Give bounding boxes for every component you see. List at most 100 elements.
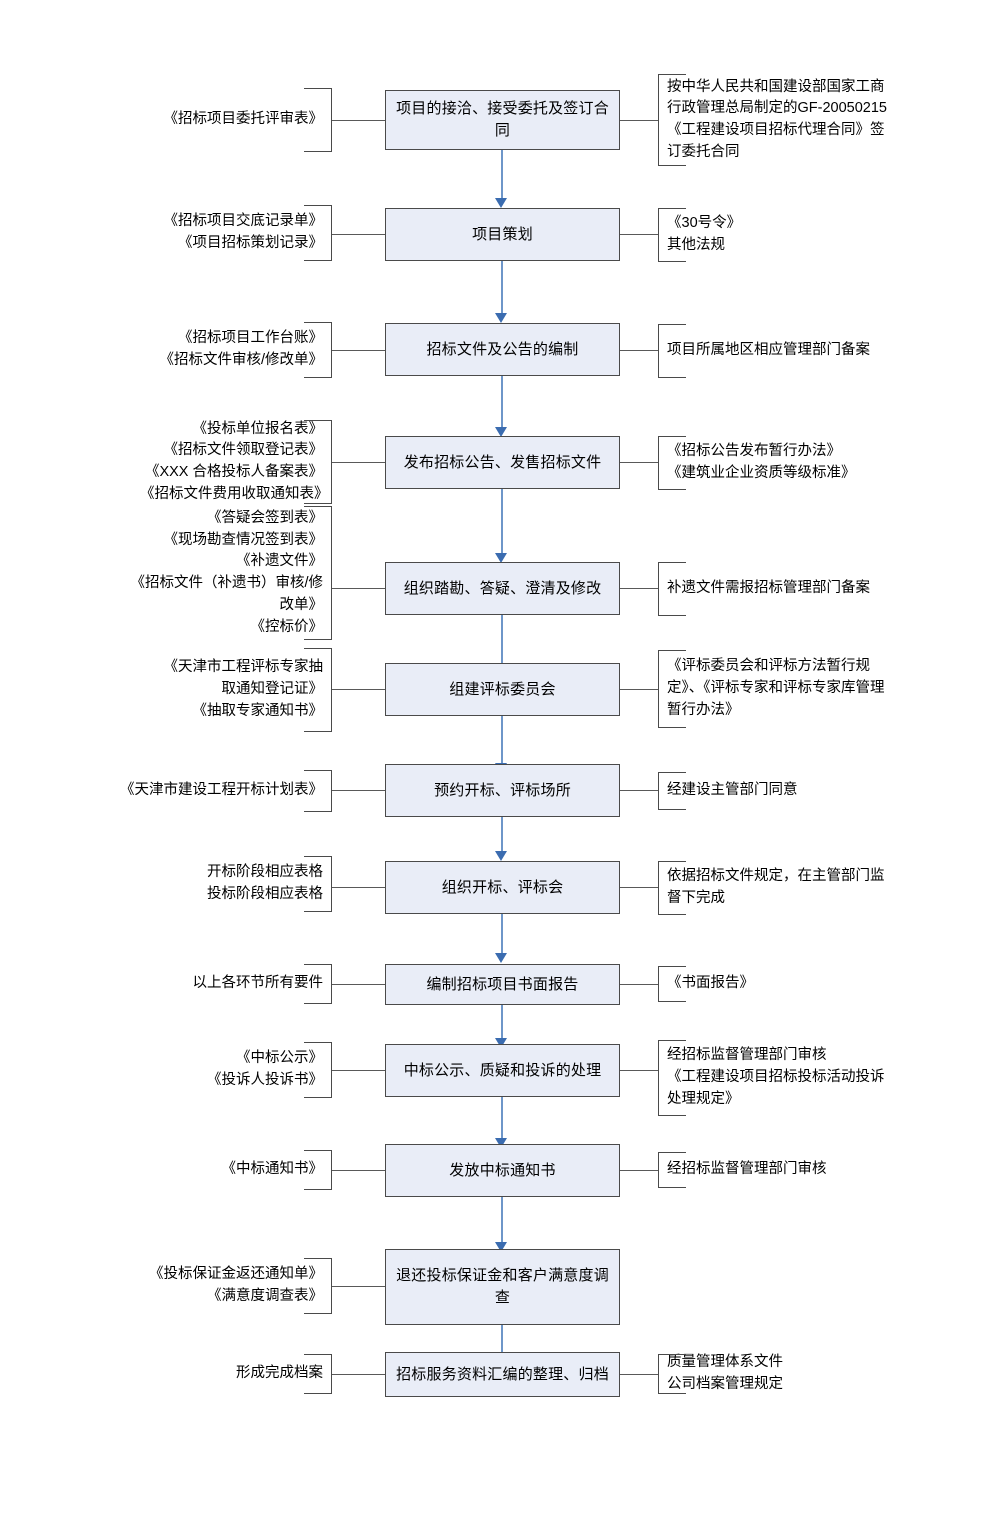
process-box-label: 招标服务资料汇编的整理、归档 (396, 1365, 609, 1383)
process-box-label: 项目的接洽、接受委托及签订合同 (396, 100, 609, 139)
input-note-line: 《中标通知书》 (221, 1161, 324, 1178)
ref-note-step-5: 补遗文件需报招标管理部门备案 (657, 562, 890, 616)
flow-arrow-2-3 (501, 261, 503, 317)
input-note-line: 《招标项目工作台账》 (178, 330, 323, 347)
input-note-line: 《招标项目交底记录单》 (163, 213, 324, 230)
process-box-step-9[interactable]: 编制招标项目书面报告 (385, 964, 620, 1005)
ref-note-step-7: 经建设主管部门同意 (657, 772, 890, 810)
input-note-line: 《中标公示》 (236, 1050, 323, 1067)
connector-left-step-9 (332, 984, 385, 985)
connector-right-step-10 (620, 1070, 658, 1071)
flow-arrow-head-8-9 (495, 953, 507, 963)
input-note-line: 《招标文件审核/修改单》 (159, 352, 323, 368)
flow-arrow-4-5 (501, 489, 503, 556)
ref-note-line: 经建设主管部门同意 (667, 782, 798, 799)
ref-note-step-11: 经招标监督管理部门审核 (657, 1152, 890, 1188)
input-note-line: 《投标保证金返还通知单》 (149, 1266, 323, 1283)
ref-note-step-1: 按中华人民共和国建设部国家工商行政管理总局制定的GF-20050215《工程建设… (657, 74, 890, 166)
connector-left-step-4 (332, 462, 385, 463)
input-note-step-5: 《答疑会签到表》 《现场勘查情况签到表》 《补遗文件》 《招标文件（补遗书）审核… (130, 506, 333, 640)
ref-note-line: 《建筑业企业资质等级标准》 (667, 465, 856, 481)
ref-note-line: 经招标监督管理部门审核 (667, 1161, 827, 1178)
process-box-label: 发布招标公告、发售招标文件 (403, 453, 602, 471)
ref-note-step-3: 项目所属地区相应管理部门备案 (657, 324, 890, 378)
process-box-label: 组建评标委员会 (449, 680, 556, 698)
connector-right-step-7 (620, 790, 658, 791)
ref-note-step-13: 质量管理体系文件 公司档案管理规定 (657, 1354, 890, 1394)
flow-arrow-11-12 (501, 1197, 503, 1245)
input-note-step-6: 《天津市工程评标专家抽取通知登记证》 《抽取专家通知书》 (150, 648, 333, 732)
connector-right-step-2 (620, 234, 658, 235)
process-box-step-4[interactable]: 发布招标公告、发售招标文件 (385, 436, 620, 489)
flow-arrow-head-7-8 (495, 851, 507, 861)
input-note-step-1: 《招标项目委托评审表》 (160, 88, 333, 152)
flow-arrow-head-2-3 (495, 313, 507, 323)
flow-arrow-head-10-11 (495, 1138, 507, 1148)
connector-right-step-6 (620, 689, 658, 690)
input-note-step-8: 开标阶段相应表格 投标阶段相应表格 (168, 856, 333, 912)
input-note-line: 《招标项目委托评审表》 (163, 111, 324, 128)
ref-note-step-8: 依据招标文件规定，在主管部门监督下完成 (657, 861, 890, 915)
connector-right-step-13 (620, 1374, 658, 1375)
input-note-step-2: 《招标项目交底记录单》 《项目招标策划记录》 (150, 205, 333, 261)
process-box-label: 组织踏勘、答疑、澄清及修改 (403, 579, 602, 597)
process-box-label: 预约开标、评标场所 (434, 781, 571, 799)
input-note-step-13: 形成完成档案 (225, 1354, 333, 1394)
ref-note-line: 《评标委员会和评标方法暂行规定》、《评标专家和评标专家库管理暂行办法》 (667, 658, 885, 718)
process-box-step-3[interactable]: 招标文件及公告的编制 (385, 323, 620, 376)
process-box-step-12[interactable]: 退还投标保证金和客户满意度调查 (385, 1249, 620, 1325)
process-box-step-13[interactable]: 招标服务资料汇编的整理、归档 (385, 1352, 620, 1397)
ref-note-line: 其他法规 (667, 237, 725, 253)
flow-arrow-1-2 (501, 150, 503, 202)
process-box-label: 编制招标项目书面报告 (426, 975, 579, 993)
ref-note-line: 质量管理体系文件 (667, 1354, 783, 1371)
input-note-line: 《天津市工程评标专家抽取通知登记证》 (163, 659, 324, 698)
input-note-line: 《招标文件费用收取通知表》 (140, 485, 329, 502)
input-note-line: 《满意度调查表》 (207, 1288, 323, 1304)
input-note-line: 《项目招标策划记录》 (178, 235, 323, 251)
process-box-step-7[interactable]: 预约开标、评标场所 (385, 764, 620, 817)
input-note-line: 《XXX 合格投标人备案表》 (144, 464, 323, 480)
input-note-step-4: 《投标单位报名表》 《招标文件领取登记表》 《XXX 合格投标人备案表》 《招标… (140, 420, 333, 504)
input-note-step-10: 《中标公示》 《投诉人投诉书》 (172, 1042, 333, 1098)
connector-right-step-3 (620, 350, 658, 351)
process-box-step-1[interactable]: 项目的接洽、接受委托及签订合同 (385, 90, 620, 150)
input-note-step-3: 《招标项目工作台账》 《招标文件审核/修改单》 (150, 322, 333, 378)
ref-note-step-4: 《招标公告发布暂行办法》 《建筑业企业资质等级标准》 (657, 436, 890, 490)
process-box-step-6[interactable]: 组建评标委员会 (385, 663, 620, 716)
ref-note-step-2: 《30号令》 其他法规 (657, 208, 890, 262)
process-box-step-11[interactable]: 发放中标通知书 (385, 1144, 620, 1197)
connector-left-step-13 (332, 1374, 385, 1375)
process-box-label: 中标公示、质疑和投诉的处理 (403, 1061, 602, 1079)
flow-arrow-head-1-2 (495, 198, 507, 208)
flow-arrow-3-4 (501, 376, 503, 430)
process-box-step-10[interactable]: 中标公示、质疑和投诉的处理 (385, 1044, 620, 1097)
connector-left-step-2 (332, 234, 385, 235)
ref-note-line: 依据招标文件规定，在主管部门监督下完成 (667, 868, 885, 906)
ref-note-line: 《30号令》 (667, 215, 742, 232)
ref-note-line: 经招标监督管理部门审核 (667, 1047, 827, 1064)
input-note-line: 《天津市建设工程开标计划表》 (120, 782, 323, 799)
process-box-step-8[interactable]: 组织开标、评标会 (385, 861, 620, 914)
input-note-line: 《答疑会签到表》 (207, 509, 323, 526)
flow-arrow-5-6 (501, 615, 503, 668)
input-note-step-9: 以上各环节所有要件 (172, 964, 333, 1004)
input-note-line: 《投标单位报名表》 (192, 420, 324, 437)
connector-right-step-8 (620, 887, 658, 888)
input-note-line: 形成完成档案 (236, 1365, 323, 1382)
connector-left-step-1 (332, 120, 385, 121)
input-note-step-7: 《天津市建设工程开标计划表》 (108, 770, 333, 812)
process-box-step-5[interactable]: 组织踏勘、答疑、澄清及修改 (385, 562, 620, 615)
connector-left-step-10 (332, 1070, 385, 1071)
connector-left-step-11 (332, 1170, 385, 1171)
connector-left-step-12 (332, 1286, 385, 1287)
input-note-line: 《现场勘查情况签到表》 (163, 531, 324, 548)
process-box-label: 招标文件及公告的编制 (426, 340, 579, 358)
input-note-line: 《抽取专家通知书》 (192, 702, 324, 719)
ref-note-step-6: 《评标委员会和评标方法暂行规定》、《评标专家和评标专家库管理暂行办法》 (657, 650, 890, 728)
process-box-step-2[interactable]: 项目策划 (385, 208, 620, 261)
connector-left-step-7 (332, 790, 385, 791)
input-note-line: 以上各环节所有要件 (192, 975, 324, 992)
connector-left-step-8 (332, 887, 385, 888)
